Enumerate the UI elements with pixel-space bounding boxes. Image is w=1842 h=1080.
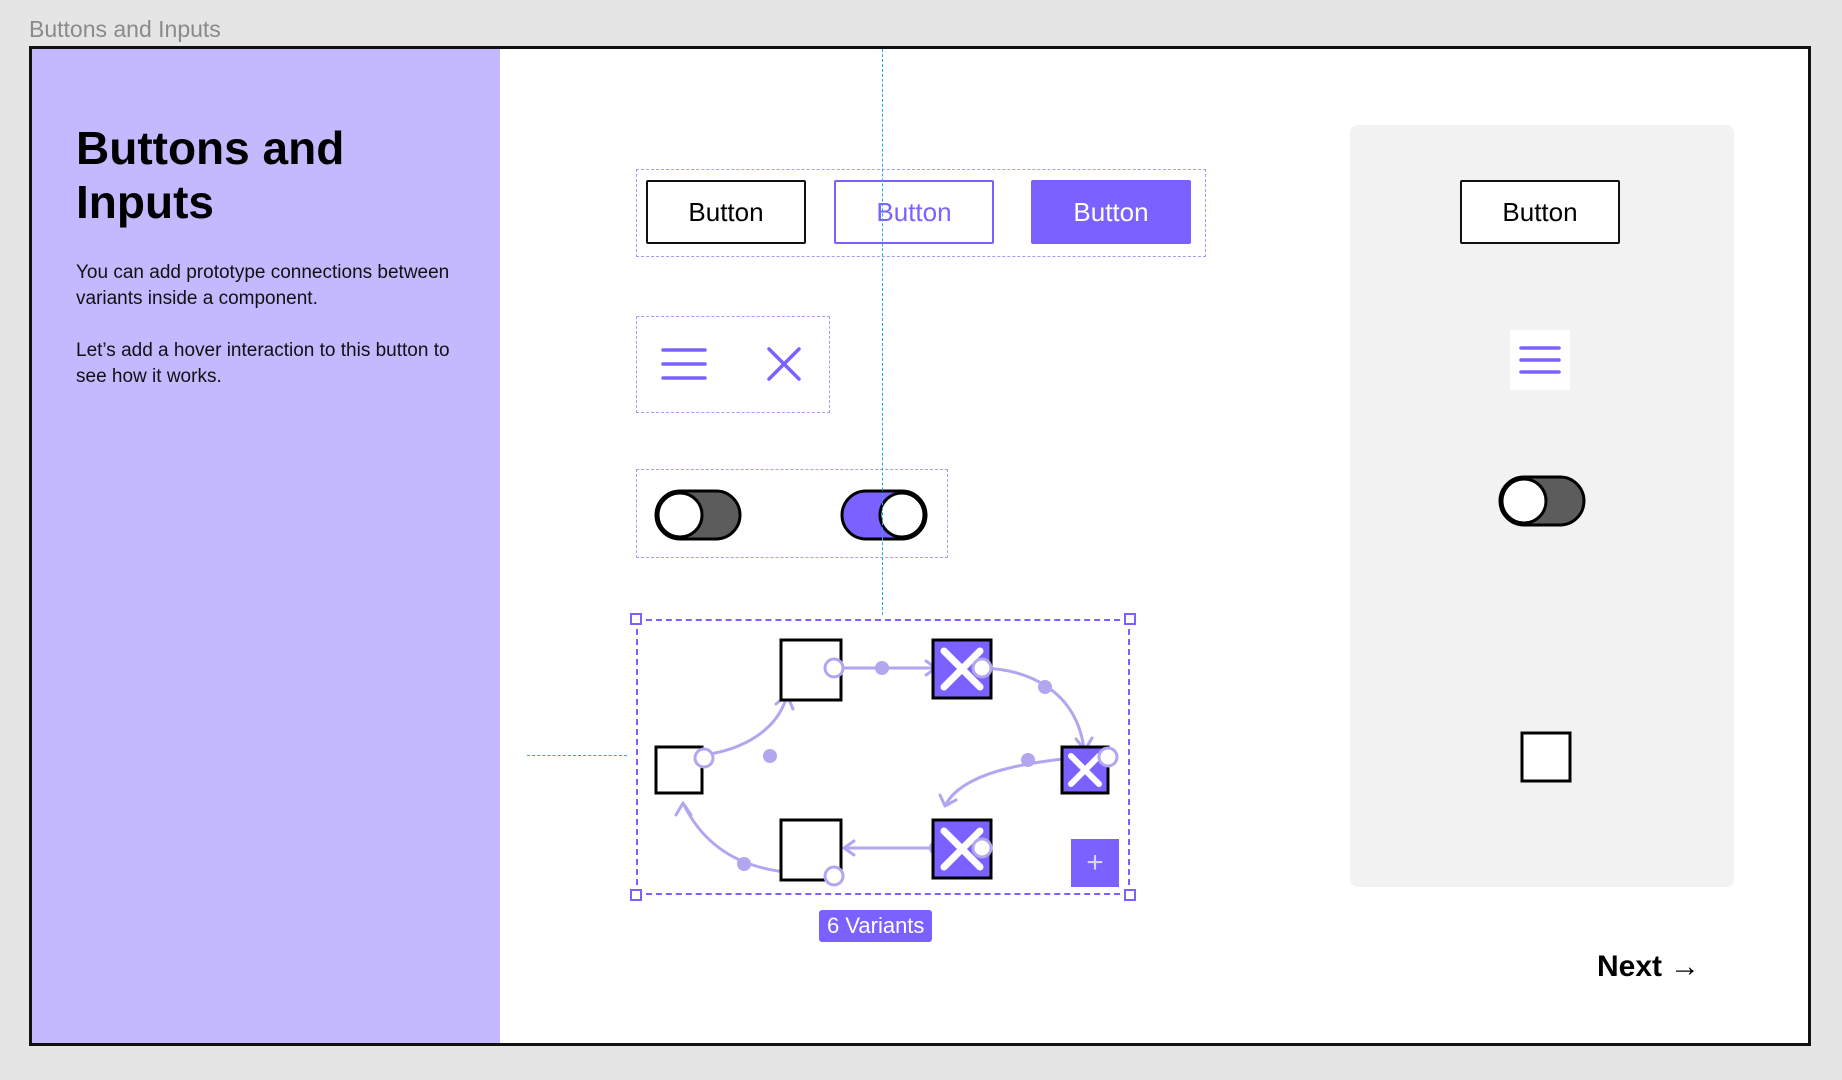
- resize-handle-top-left[interactable]: [630, 613, 642, 625]
- button-pressed-variant[interactable]: Button: [1031, 180, 1191, 244]
- toggle-variants-set[interactable]: [636, 469, 948, 558]
- icon-variants-set[interactable]: [636, 316, 830, 413]
- checkbox-variants-selection[interactable]: [636, 619, 1130, 895]
- arrow-right-icon: →: [1670, 950, 1701, 983]
- preview-toggle[interactable]: [1498, 475, 1586, 527]
- menu-icon[interactable]: [661, 346, 707, 382]
- preview-checkbox[interactable]: [1520, 731, 1572, 783]
- intro-paragraph: You can add prototype connections betwee…: [76, 262, 450, 309]
- close-icon[interactable]: [766, 346, 802, 382]
- next-button[interactable]: Next →: [1597, 950, 1700, 984]
- button-default-variant[interactable]: Button: [646, 180, 806, 244]
- resize-handle-bottom-left[interactable]: [630, 889, 642, 901]
- canvas-frame: Buttons and Inputs You can add prototype…: [29, 46, 1811, 1046]
- variants-count-badge: 6 Variants: [819, 910, 933, 942]
- alignment-guide-horizontal: [527, 755, 627, 756]
- alignment-guide-vertical: [882, 49, 883, 615]
- toggle-on-variant[interactable]: [840, 489, 928, 541]
- resize-handle-top-right[interactable]: [1124, 613, 1136, 625]
- frame-label[interactable]: Buttons and Inputs: [29, 16, 221, 42]
- sidebar: Buttons and Inputs You can add prototype…: [32, 49, 500, 1043]
- resize-handle-bottom-right[interactable]: [1124, 889, 1136, 901]
- add-variant-button[interactable]: +: [1071, 839, 1119, 887]
- button-variants-set[interactable]: [636, 169, 1206, 257]
- page-title: Buttons and Inputs: [76, 122, 345, 228]
- instruction-paragraph: Let’s add a hover interaction to this bu…: [76, 340, 450, 387]
- preview-menu-button[interactable]: [1510, 330, 1570, 390]
- toggle-off-variant[interactable]: [654, 489, 742, 541]
- menu-icon: [1519, 346, 1561, 374]
- button-hover-variant[interactable]: Button: [834, 180, 994, 244]
- prototype-connections: [654, 638, 1119, 887]
- preview-panel: Button: [1350, 125, 1734, 887]
- next-label: Next: [1597, 950, 1663, 983]
- preview-button[interactable]: Button: [1460, 180, 1620, 244]
- checkbox-checked-right[interactable]: [1060, 745, 1110, 795]
